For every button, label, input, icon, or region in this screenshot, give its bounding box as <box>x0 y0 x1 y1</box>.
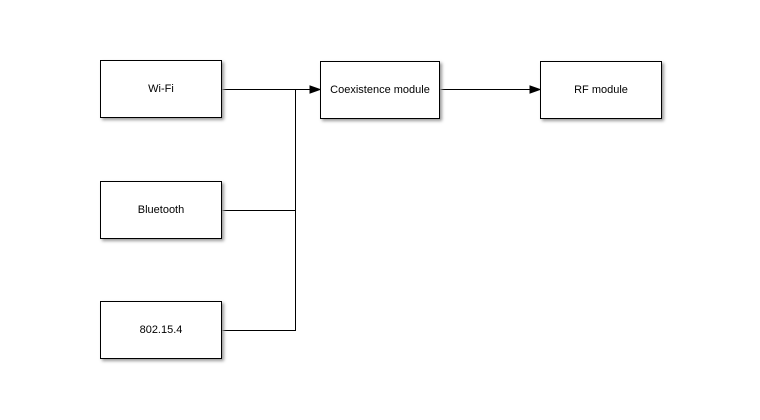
node-802-15-4-label: 802.15.4 <box>139 324 183 336</box>
node-bluetooth: Bluetooth <box>100 181 222 239</box>
node-rf-module: RF module <box>540 61 662 119</box>
node-wifi-label: Wi-Fi <box>148 83 174 95</box>
node-802-15-4: 802.15.4 <box>100 301 222 359</box>
arrowhead-into-coexistence-icon <box>309 85 322 94</box>
node-coexistence-module-label: Coexistence module <box>330 84 430 96</box>
node-wifi: Wi-Fi <box>100 60 222 118</box>
node-rf-module-label: RF module <box>574 84 628 96</box>
node-bluetooth-label: Bluetooth <box>137 204 185 216</box>
node-coexistence-module: Coexistence module <box>320 61 440 119</box>
arrowhead-into-rf-icon <box>529 85 542 94</box>
